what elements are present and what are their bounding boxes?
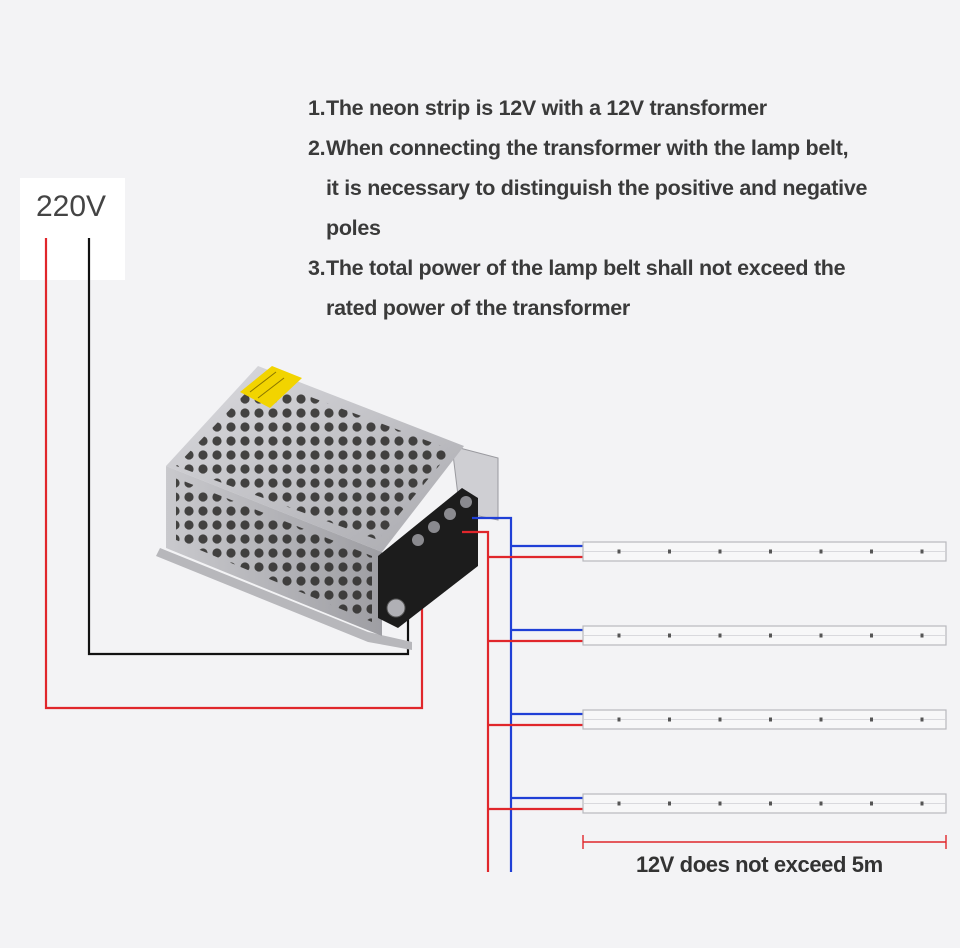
led-dot	[870, 549, 873, 554]
voltage-box	[20, 178, 125, 280]
led-dot	[920, 801, 924, 806]
led-strips	[582, 541, 947, 814]
output-wires	[462, 516, 583, 872]
led-dot	[769, 717, 772, 722]
terminal-block-icon	[378, 488, 478, 628]
led-dot	[617, 549, 621, 554]
led-strip-icon	[582, 625, 947, 646]
led-dot	[870, 717, 873, 722]
transformer-icon	[156, 366, 499, 650]
led-dot	[920, 633, 924, 638]
led-dot	[668, 717, 671, 722]
led-dot	[819, 717, 823, 722]
led-dot	[920, 717, 924, 722]
led-dot	[617, 801, 621, 806]
led-dot	[769, 549, 772, 554]
negative-output-wire	[472, 516, 513, 872]
transformer-base-plate	[156, 548, 412, 650]
note-3: 3.The total power of the lamp belt shall…	[308, 248, 948, 288]
led-dot	[718, 633, 722, 638]
led-dot	[819, 549, 823, 554]
led-dot	[718, 801, 722, 806]
led-strip-icon	[582, 541, 947, 562]
note-1: 1.The neon strip is 12V with a 12V trans…	[308, 88, 948, 128]
led-dot	[718, 717, 722, 722]
led-strip-icon	[582, 709, 947, 730]
warning-label-text-line	[257, 377, 285, 399]
led-dot	[870, 633, 873, 638]
positive-output-wire	[462, 530, 490, 872]
led-dot	[920, 549, 924, 554]
strip-branch-wires	[488, 544, 583, 811]
led-dot	[718, 549, 722, 554]
length-note: 12V does not exceed 5m	[636, 852, 883, 877]
led-dot	[668, 549, 671, 554]
warning-label-text-line	[249, 371, 277, 393]
led-dot	[769, 633, 772, 638]
terminal-screws	[386, 496, 472, 618]
note-number: 3.	[308, 256, 326, 280]
note-number: 2.	[308, 136, 326, 160]
led-dot	[668, 801, 671, 806]
note-2: 2.When connecting the transformer with t…	[308, 128, 948, 168]
note-3-continuation-1: rated power of the transformer	[326, 296, 630, 320]
notes-list: 1.The neon strip is 12V with a 12V trans…	[308, 88, 948, 328]
led-dot	[769, 801, 772, 806]
note-number: 1.	[308, 96, 326, 120]
note-text: When connecting the transformer with the…	[326, 136, 849, 160]
mains-live-wire	[44, 238, 424, 710]
led-dot	[617, 717, 621, 722]
led-dot	[668, 633, 671, 638]
length-dimension	[582, 835, 947, 849]
led-dot	[617, 633, 621, 638]
note-2-continuation-1: it is necessary to distinguish the posit…	[326, 176, 868, 200]
transformer-top-holes	[176, 378, 452, 540]
note-text: The neon strip is 12V with a 12V transfo…	[326, 96, 767, 120]
led-dot	[819, 633, 823, 638]
note-text: The total power of the lamp belt shall n…	[326, 256, 846, 280]
warning-label-icon	[240, 366, 302, 408]
input-voltage-label: 220V	[36, 190, 107, 223]
led-dot	[819, 801, 823, 806]
led-strip-icon	[582, 793, 947, 814]
note-2-continuation-2: poles	[326, 216, 381, 240]
transformer-front-holes	[176, 478, 372, 622]
led-dot	[870, 801, 873, 806]
